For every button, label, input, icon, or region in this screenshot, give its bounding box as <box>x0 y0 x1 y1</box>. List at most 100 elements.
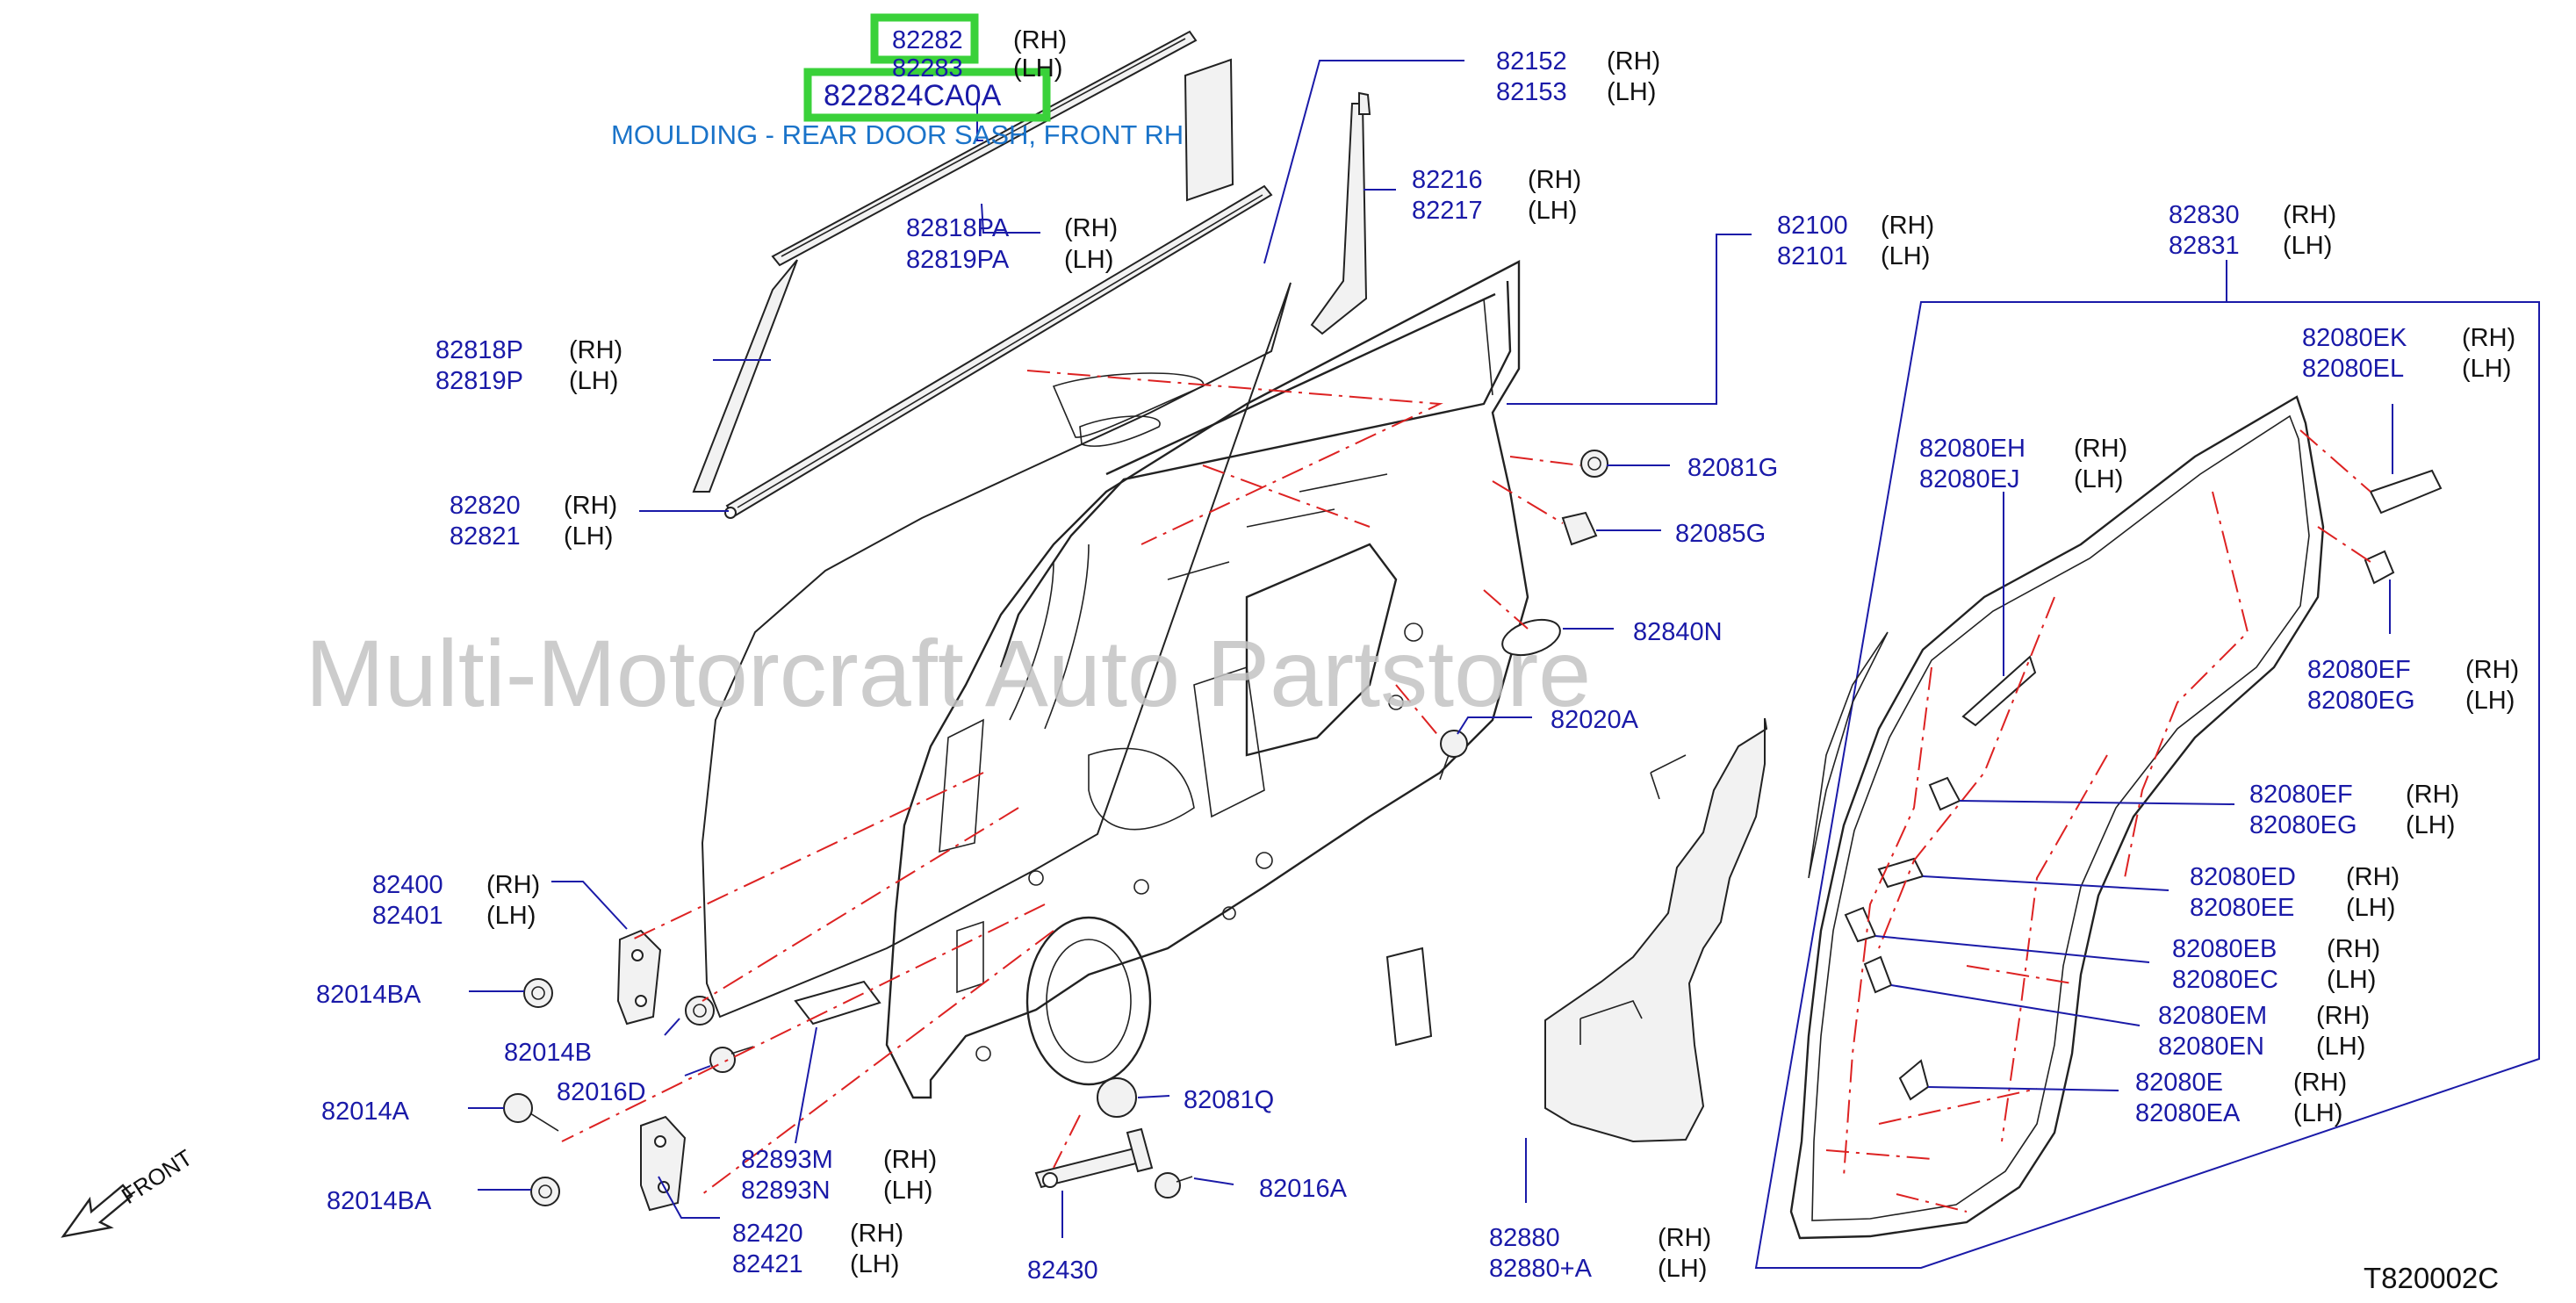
side-label: (LH) <box>2406 811 2455 839</box>
sash-moulding-lower[interactable] <box>724 184 1273 519</box>
part-number[interactable]: 82893N <box>741 1177 831 1205</box>
part-number[interactable]: 82420 <box>732 1220 803 1248</box>
clip-82080EF-upper[interactable] <box>2364 550 2395 585</box>
part-number[interactable]: 82080EJ <box>1919 465 2020 493</box>
part-number[interactable]: 82430 <box>1027 1256 1098 1285</box>
part-number[interactable]: 82016D <box>557 1078 646 1106</box>
part-number[interactable]: 82421 <box>732 1250 803 1278</box>
part-number[interactable]: 82100 <box>1777 212 1848 240</box>
part-number[interactable]: 82080EB <box>2172 935 2277 963</box>
part-number[interactable]: 82282 <box>892 26 963 54</box>
bolt-82014A[interactable] <box>503 1093 559 1132</box>
side-label: (RH) <box>883 1146 937 1174</box>
part-number[interactable]: 82014BA <box>316 981 421 1009</box>
bumper-82085G[interactable] <box>1561 511 1598 546</box>
part-number[interactable]: 82893M <box>741 1146 833 1174</box>
part-number[interactable]: 82014A <box>321 1098 410 1126</box>
part-number[interactable]: 82819PA <box>906 246 1010 274</box>
part-number[interactable]: 82152 <box>1496 47 1567 76</box>
clip-82080EM[interactable] <box>1863 955 1893 994</box>
clip-82080EK[interactable] <box>2369 469 2443 515</box>
side-label: (LH) <box>1881 242 1930 270</box>
sash-garnish-rear[interactable] <box>1184 58 1234 202</box>
bolt-82016A[interactable] <box>1155 1172 1193 1199</box>
clip-82080EH[interactable] <box>1961 655 2037 727</box>
part-number[interactable]: 82080EE <box>2190 894 2294 922</box>
side-label: (LH) <box>1013 54 1062 83</box>
plug-82081Q[interactable] <box>1097 1077 1137 1118</box>
part-number[interactable]: 82821 <box>450 522 521 551</box>
part-number[interactable]: 82080EM <box>2158 1002 2267 1030</box>
part-number[interactable]: 82101 <box>1777 242 1848 270</box>
clip-82080EF-lower[interactable] <box>1928 776 1961 811</box>
clip-82080E[interactable] <box>1898 1059 1930 1101</box>
part-number[interactable]: 82818P <box>435 336 523 364</box>
side-label: (RH) <box>564 492 617 520</box>
part-number[interactable]: 82080EC <box>2172 966 2278 994</box>
door-label-sticker[interactable] <box>794 980 881 1026</box>
part-number[interactable]: 82080EF <box>2249 781 2353 809</box>
side-label: (RH) <box>2465 656 2519 684</box>
highlighted-part-number[interactable]: 822824CA0A <box>824 79 1002 112</box>
plug-82840N[interactable] <box>1498 613 1565 661</box>
plug-82081G[interactable] <box>1580 450 1608 478</box>
part-number[interactable]: 82818PA <box>906 214 1010 242</box>
part-number[interactable]: 82081G <box>1687 454 1778 482</box>
front-label: FRONT <box>117 1144 198 1209</box>
part-number[interactable]: 82085G <box>1675 520 1766 548</box>
part-number[interactable]: 82014B <box>504 1039 592 1067</box>
bolt-82014BA-lower[interactable] <box>530 1177 560 1206</box>
highlighted-callout[interactable]: 822824CA0A MOULDING - REAR DOOR SASH, FR… <box>611 13 1184 150</box>
part-number[interactable]: 82820 <box>450 492 521 520</box>
part-number[interactable]: 82014BA <box>327 1187 432 1215</box>
part-number[interactable]: 82880+A <box>1489 1255 1593 1283</box>
part-number[interactable]: 82840N <box>1633 618 1723 646</box>
side-label: (RH) <box>2316 1002 2370 1030</box>
part-number[interactable]: 82020A <box>1551 706 1639 734</box>
clip-82080EB[interactable] <box>1844 906 1877 943</box>
part-number[interactable]: 82283 <box>892 54 963 83</box>
part-number[interactable]: 82016A <box>1259 1175 1348 1203</box>
bolt-82020A[interactable] <box>1439 730 1468 781</box>
side-label: (LH) <box>2074 465 2123 493</box>
part-number[interactable]: 82080EH <box>1919 435 2026 463</box>
side-label: (LH) <box>1658 1255 1707 1283</box>
part-number[interactable]: 82081Q <box>1184 1086 1274 1114</box>
highlight-box-part <box>803 68 1051 122</box>
part-number[interactable]: 82080EG <box>2307 687 2415 715</box>
highlighted-part-description: MOULDING - REAR DOOR SASH, FRONT RH <box>611 119 1184 150</box>
part-number[interactable]: 82080EL <box>2302 355 2404 383</box>
door-outer-panel[interactable] <box>701 282 1292 1019</box>
hinge-lower[interactable] <box>640 1115 687 1212</box>
part-number[interactable]: 82400 <box>372 871 443 899</box>
part-number[interactable]: 82080ED <box>2190 863 2296 891</box>
side-label: (LH) <box>2283 232 2332 260</box>
part-number[interactable]: 82080EN <box>2158 1033 2264 1061</box>
bolt-82014BA-upper[interactable] <box>523 978 553 1008</box>
sash-moulding-upper[interactable] <box>771 30 1198 267</box>
part-number[interactable]: 82401 <box>372 902 443 930</box>
part-number[interactable]: 82080EF <box>2307 656 2411 684</box>
part-number[interactable]: 82831 <box>2169 232 2240 260</box>
part-number[interactable]: 82080EK <box>2302 324 2407 352</box>
division-bar[interactable] <box>1310 91 1371 335</box>
part-number[interactable]: 82217 <box>1412 197 1483 225</box>
side-label: (LH) <box>2327 966 2376 994</box>
part-number[interactable]: 82080E <box>2135 1069 2223 1097</box>
door-check-link[interactable] <box>1034 1127 1154 1189</box>
part-number[interactable]: 82830 <box>2169 201 2240 229</box>
part-number[interactable]: 82216 <box>1412 166 1483 194</box>
part-number[interactable]: 82880 <box>1489 1224 1560 1252</box>
hinge-upper[interactable] <box>616 929 662 1026</box>
door-weatherstrip[interactable] <box>1789 395 2325 1240</box>
part-number[interactable]: 82080EA <box>2135 1099 2241 1127</box>
part-number[interactable]: 82153 <box>1496 78 1567 106</box>
part-number[interactable]: 82080EG <box>2249 811 2357 839</box>
sealing-screen[interactable] <box>1385 717 1768 1143</box>
clip-82080ED[interactable] <box>1877 857 1925 889</box>
front-arrow-icon <box>61 1184 133 1238</box>
bolt-82014B[interactable] <box>685 996 715 1026</box>
part-number[interactable]: 82819P <box>435 367 523 395</box>
sash-garnish-front[interactable] <box>692 259 798 493</box>
door-inner-frame[interactable] <box>885 260 1529 1099</box>
